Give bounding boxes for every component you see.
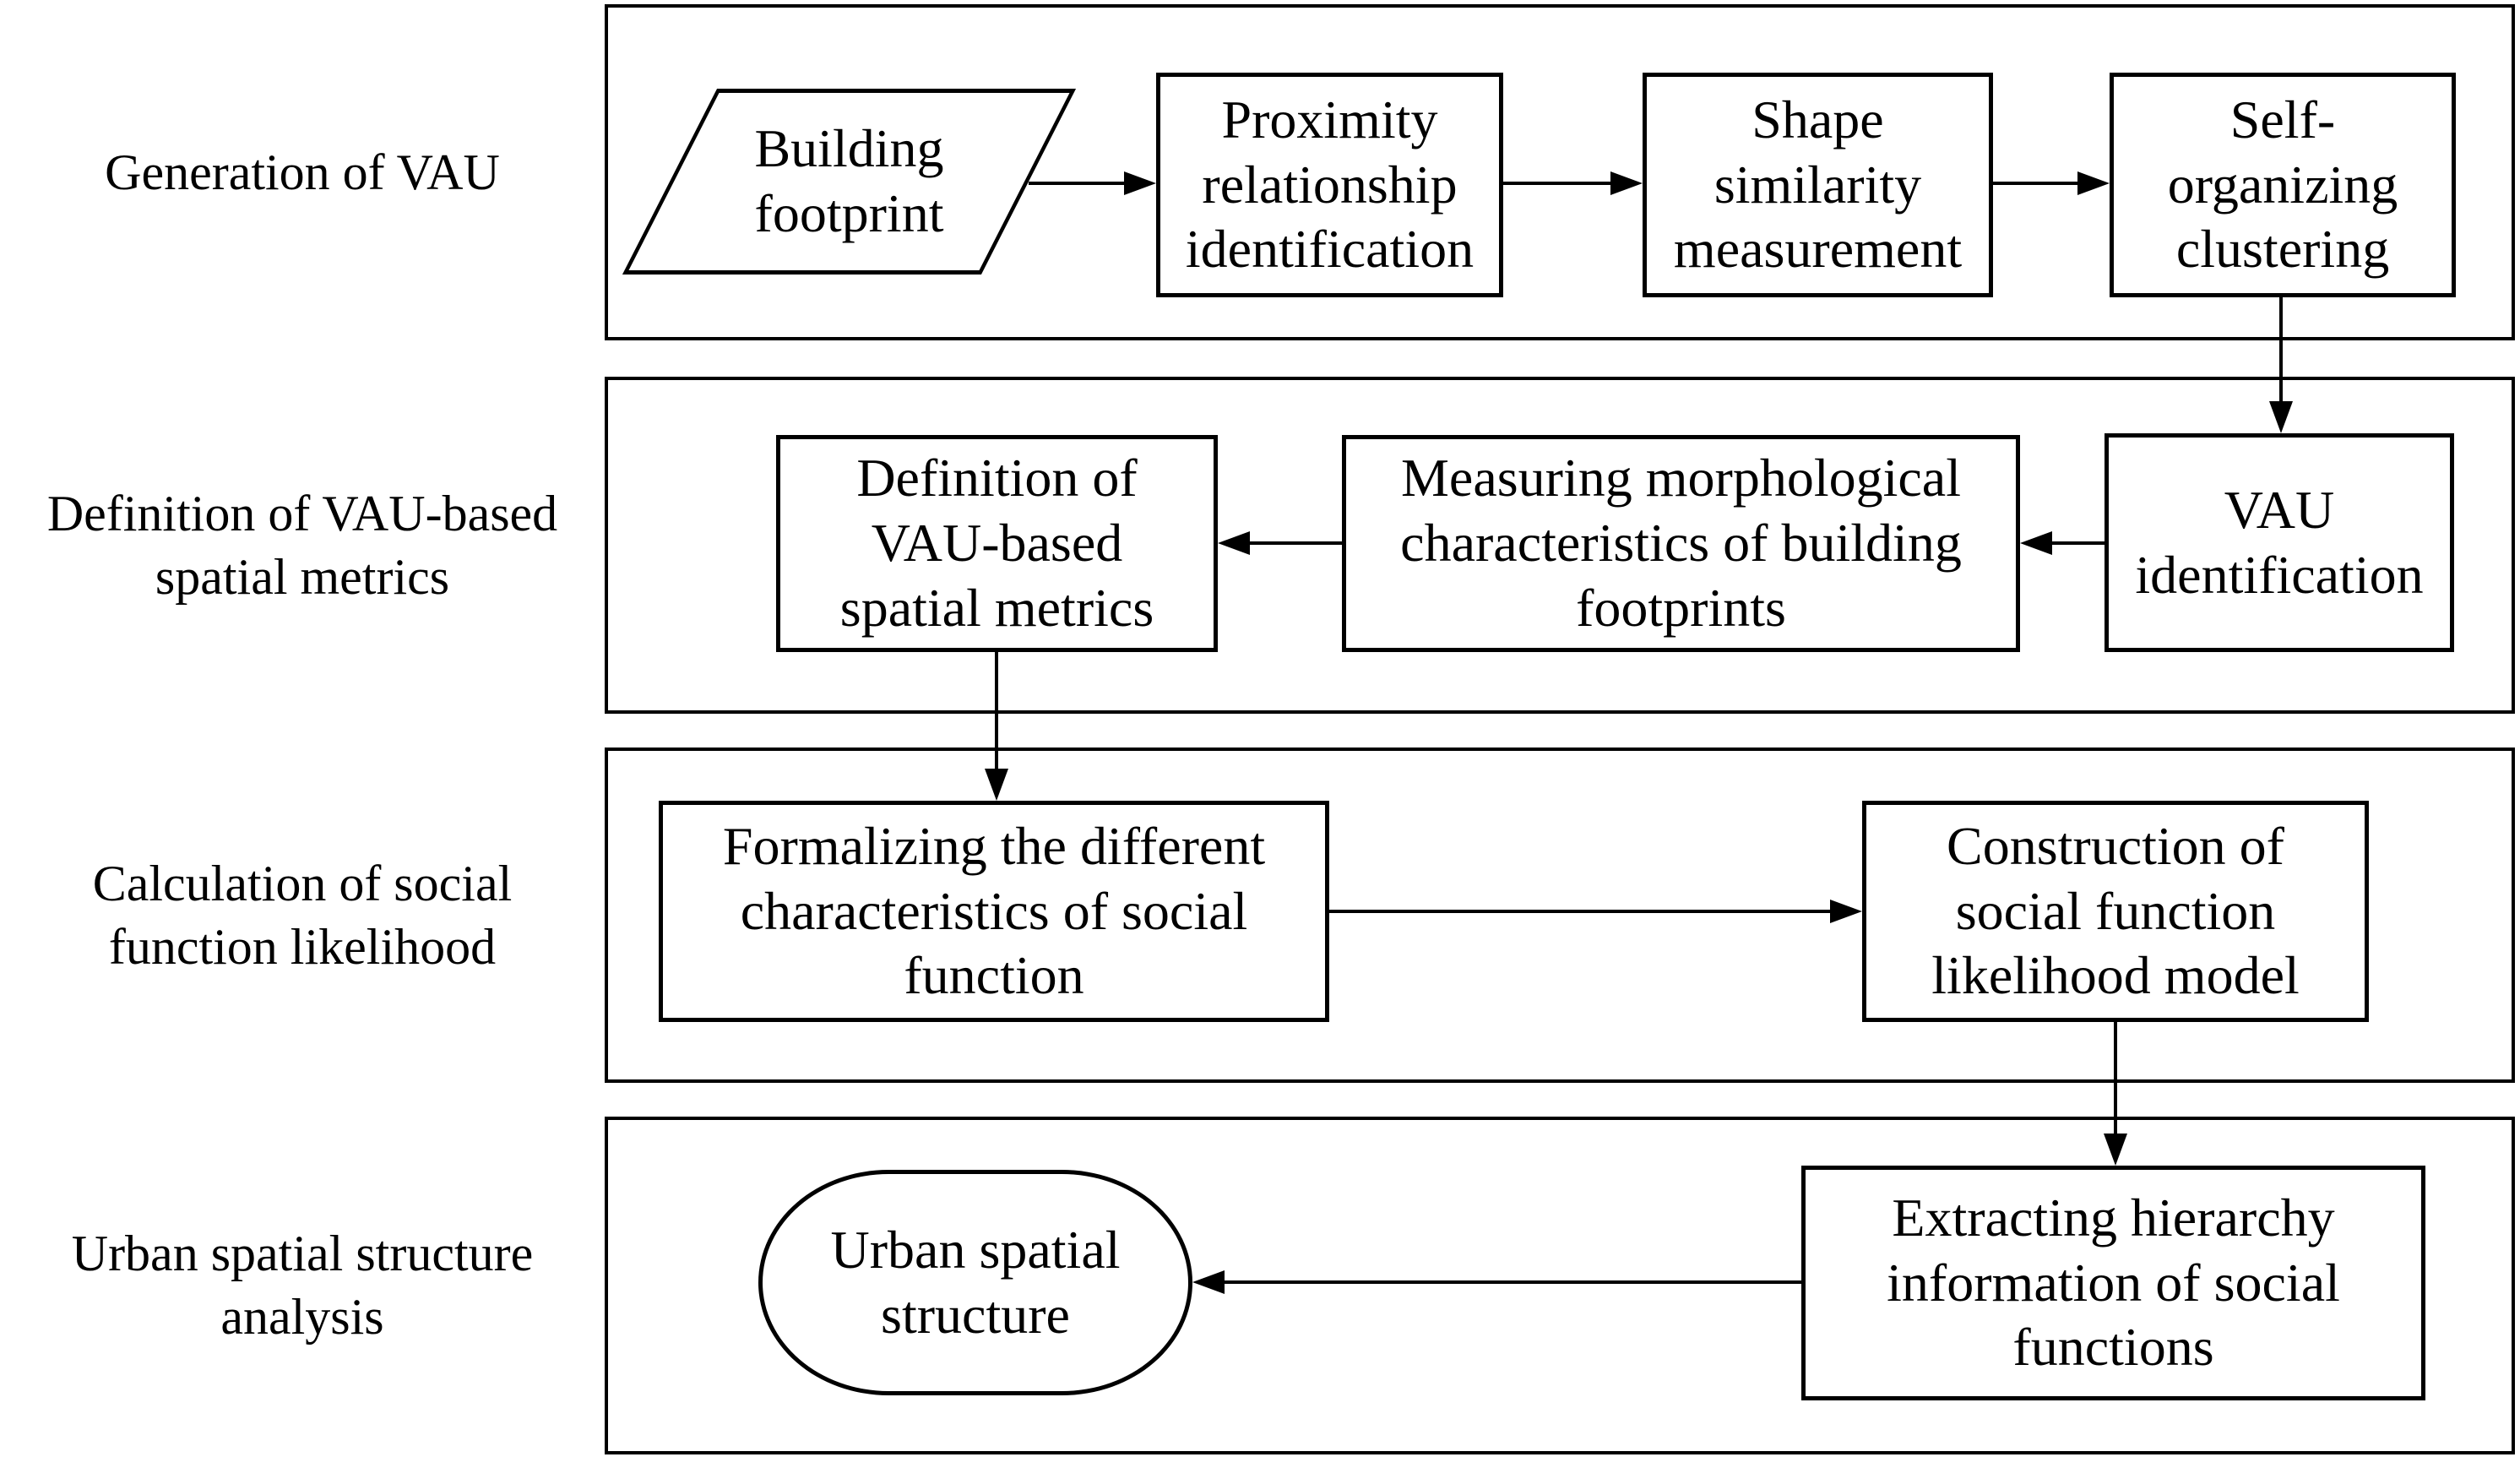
node-measuring-morphological-characteristics: Measuring morphological characteristics … xyxy=(1342,435,2020,652)
node-definition-vau-based-spatial-metrics: Definition of VAU-based spatial metrics xyxy=(776,435,1218,652)
panel-urban-structure-analysis xyxy=(605,1117,2515,1454)
arrow-head xyxy=(1192,1270,1225,1294)
stage-label-generation-of-vau: Generation of VAU xyxy=(105,144,500,200)
node-proximity-relationship-identification: Proximity relationship identification xyxy=(1156,73,1503,297)
node-shape-similarity-measurement: Shape similarity measurement xyxy=(1643,73,1993,297)
stage-label-calculation-likelihood: Calculation of social function likelihoo… xyxy=(92,855,513,975)
arrow-line xyxy=(995,650,998,770)
arrow-head xyxy=(985,769,1008,801)
panel-generation-of-vau xyxy=(605,4,2515,340)
node-vau-identification: VAU identification xyxy=(2105,433,2454,652)
arrow-head xyxy=(1830,900,1862,923)
arrow-head xyxy=(2020,531,2052,555)
stage-label-urban-structure-analysis: Urban spatial structure analysis xyxy=(71,1226,534,1345)
arrow-head xyxy=(1610,171,1643,195)
arrow-line xyxy=(1250,541,1342,545)
arrow-head xyxy=(2104,1134,2127,1166)
arrow-line xyxy=(1993,182,2077,185)
arrow-line xyxy=(1225,1280,1801,1284)
stage-label-definition-spatial-metrics: Definition of VAU-based spatial metrics xyxy=(46,485,558,605)
node-urban-spatial-structure: Urban spatial structure xyxy=(758,1170,1192,1395)
node-construction-likelihood-model: Construction of social function likeliho… xyxy=(1862,801,2369,1022)
arrow-head xyxy=(2077,171,2110,195)
node-formalizing-characteristics-social-function: Formalizing the different characteristic… xyxy=(659,801,1329,1022)
arrow-head xyxy=(1218,531,1250,555)
arrow-line xyxy=(2279,296,2283,403)
panel-definition-spatial-metrics xyxy=(605,377,2515,714)
panel-calculation-likelihood xyxy=(605,748,2515,1083)
arrow-line xyxy=(2114,1020,2117,1135)
arrow-line xyxy=(2052,541,2105,545)
arrow-line xyxy=(1329,910,1830,913)
arrow-line xyxy=(1029,182,1124,185)
node-extracting-hierarchy-information: Extracting hierarchy information of soci… xyxy=(1801,1166,2425,1400)
arrow-head xyxy=(1124,171,1156,195)
arrow-head xyxy=(2269,401,2293,433)
node-building-footprint-label: Building footprint xyxy=(754,118,944,243)
node-self-organizing-clustering: Self- organizing clustering xyxy=(2110,73,2456,297)
arrow-line xyxy=(1503,182,1610,185)
